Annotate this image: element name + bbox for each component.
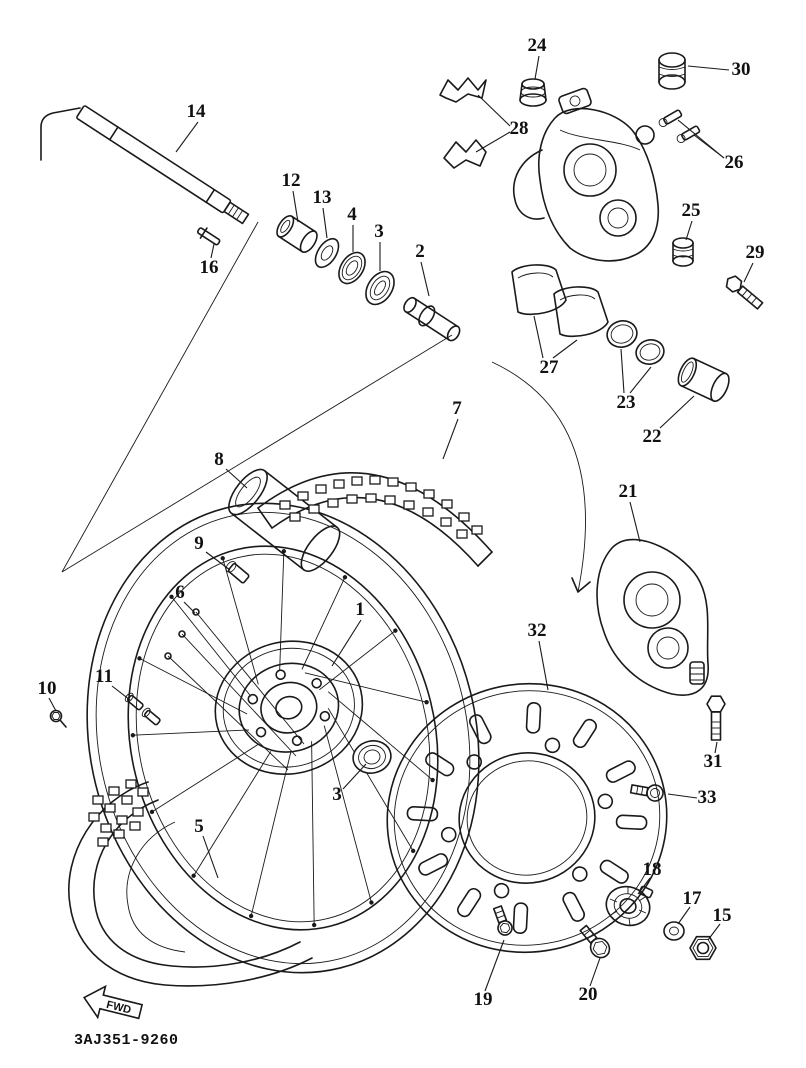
part-loose-spokes-6 [164,608,305,771]
part-pins-26 [658,109,701,144]
part-nut-15 [689,935,717,961]
part-bolt-19 [492,905,513,936]
part-bolt-10 [49,709,67,728]
part-nipples-11 [124,692,161,726]
part-bolt-31 [706,695,726,741]
part-screw-33 [629,784,664,802]
fwd-arrow: FWD [82,984,144,1020]
hub [214,640,364,775]
part-wheel [86,502,480,974]
diagram-code: 3AJ351-9260 [74,1032,179,1049]
part-speedo-drive-18 [605,885,654,927]
part-axle [40,105,250,225]
part-bearing-4 [338,251,366,285]
part-bleeder-25 [672,237,694,267]
assembly-arrow [491,361,591,593]
part-bearing-3-lower [352,740,392,774]
part-seal-13 [314,237,340,269]
part-valve-9 [225,561,250,584]
part-collar-12 [276,214,318,254]
part-pin-16 [196,227,221,246]
part-brake-disc-32 [386,682,668,954]
spokes [132,551,433,926]
part-caliper-body [513,87,660,262]
leader-lines [48,55,754,992]
part-pads-27 [511,264,609,338]
fwd-label: FWD [105,999,132,1017]
part-piston-22 [677,357,730,403]
part-tire-5 [68,779,313,987]
part-washer-17 [663,921,685,941]
part-clips-28 [439,77,487,169]
part-bearing-3-upper [365,270,395,306]
part-bolt-29 [725,275,764,310]
part-tube-8 [228,468,341,572]
part-boot-24 [519,78,547,107]
part-tread-7 [257,472,493,567]
part-bolt-20 [579,924,611,959]
part-cap-30 [658,52,686,90]
axis-guide-lines [61,221,453,573]
part-seals-23 [606,320,665,365]
part-bracket-21 [596,538,709,696]
part-spacer-2 [403,296,461,342]
